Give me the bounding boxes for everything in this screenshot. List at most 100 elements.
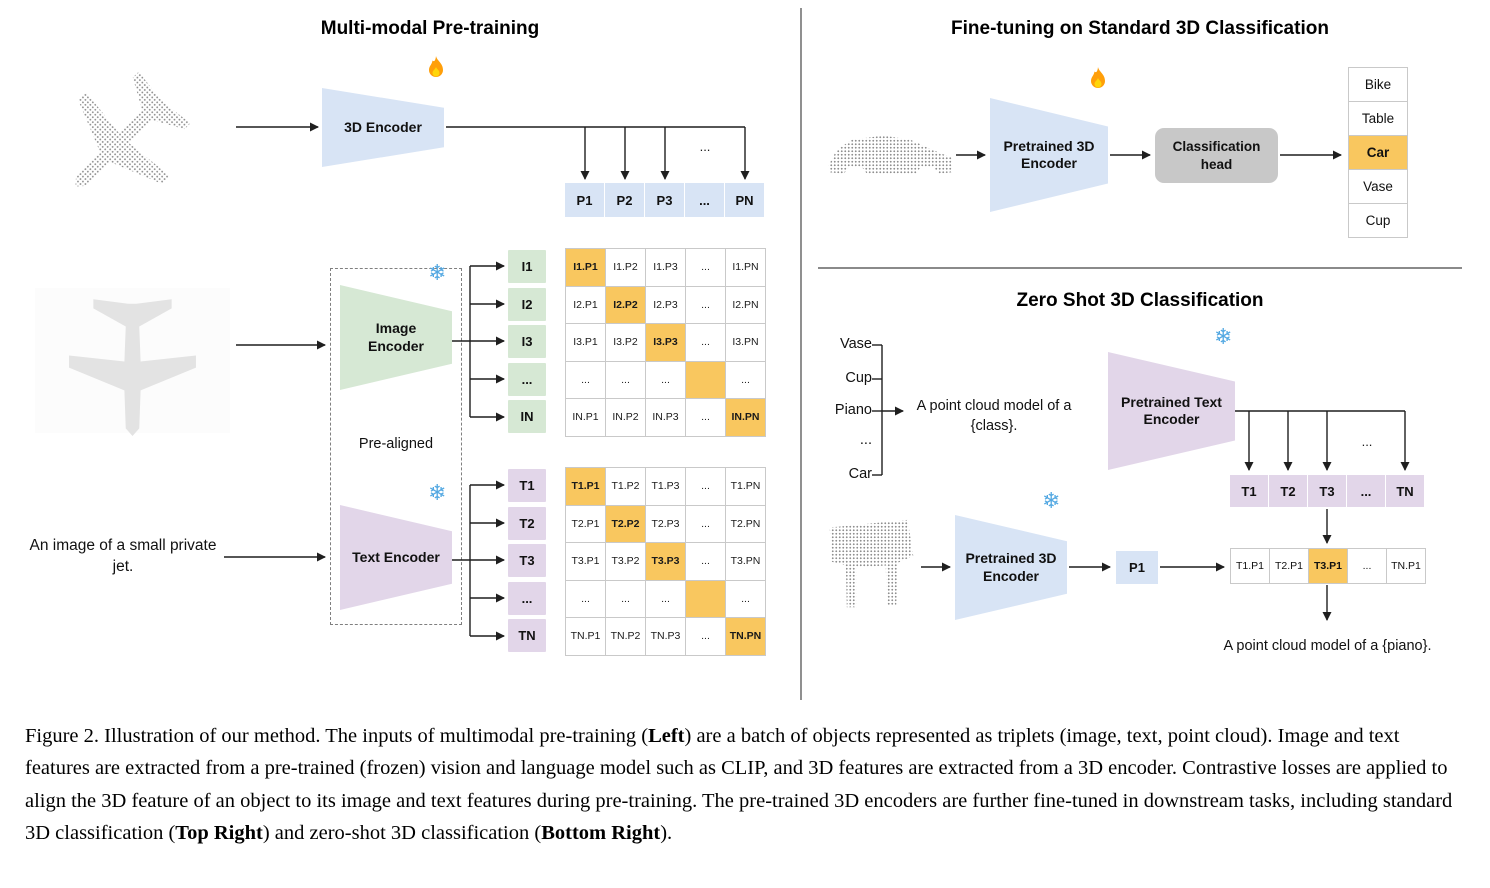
matrix-cell: ...: [686, 399, 726, 437]
matrix-cell: ...: [686, 249, 726, 287]
airplane-silhouette: [31, 43, 219, 231]
i-label: I1: [508, 250, 546, 283]
p-cell: PN: [725, 183, 765, 217]
matrix-cell: T3.P3: [646, 543, 686, 581]
pretraining-title: Multi-modal Pre-training: [320, 18, 540, 39]
t-label: T3: [508, 544, 546, 577]
i-label: I2: [508, 287, 546, 321]
caption-text: ).: [660, 822, 673, 845]
image-feature-labels: I1 I2 I3 ... IN: [508, 250, 546, 433]
caption-bold-left: Left: [648, 725, 685, 747]
pre-aligned-label: Pre-aligned: [358, 436, 434, 452]
input-text: An image of a small private jet.: [29, 537, 217, 575]
matrix-cell: I1.PN: [726, 249, 766, 287]
prompt-text: A point cloud model of a {class}.: [916, 398, 1072, 434]
matrix-cell: ...: [726, 361, 766, 399]
caption-text: Figure 2. Illustration of our method. Th…: [25, 725, 649, 747]
matrix-cell: ...: [686, 543, 726, 581]
matrix-cell: ...: [566, 361, 606, 399]
i-label: I3: [508, 325, 546, 358]
t-cell: T3: [1308, 475, 1347, 507]
matrix-cell: IN.P2: [606, 399, 646, 437]
zeroshot-class: Piano: [834, 402, 872, 418]
matrix-cell: T3.P1: [566, 543, 606, 581]
matrix-cell: TN.P1: [566, 618, 606, 656]
pretrained-3d-encoder: Pretrained 3D Encoder: [990, 98, 1108, 212]
snowflake-icon: ❄: [1042, 488, 1061, 513]
t-label: TN: [508, 619, 546, 652]
matrix-cell: I2.PN: [726, 286, 766, 324]
matrix-cell: I3.P3: [646, 324, 686, 362]
matrix-cell: ...: [726, 580, 766, 618]
t-label: T1: [508, 469, 546, 502]
matrix-cell: T2.PN: [726, 505, 766, 543]
p-cell: P2: [605, 183, 645, 217]
matrix-cell: I1.P2: [606, 249, 646, 287]
3d-encoder-label: 3D Encoder: [344, 118, 422, 135]
matrix-cell: ...: [686, 468, 726, 506]
matrix-cell: I3.PN: [726, 324, 766, 362]
class-cell: Bike: [1348, 67, 1408, 102]
matrix-cell: T1.PN: [726, 468, 766, 506]
caption-text: ) and zero-shot 3D classification (: [262, 822, 542, 845]
similarity-cell: ...: [1348, 549, 1387, 584]
matrix-cell: TN.P3: [646, 618, 686, 656]
matrix-cell: T2.P1: [566, 505, 606, 543]
ellipsis: ...: [1361, 434, 1373, 449]
matrix-cell: [686, 361, 726, 399]
text-feature-labels: T1 T2 T3 ... TN: [508, 469, 546, 652]
caption-bold-bottom-right: Bottom Right: [541, 822, 661, 845]
jet-silhouette: [65, 284, 200, 436]
matrix-cell: TN.PN: [726, 618, 766, 656]
snowflake-icon: ❄: [1214, 324, 1233, 349]
class-cell: Table: [1348, 101, 1408, 136]
matrix-cell: T2.P3: [646, 505, 686, 543]
matrix-cell: ...: [606, 580, 646, 618]
similarity-row: T1.P1 T2.P1 T3.P1 ... TN.P1: [1230, 548, 1426, 584]
matrix-cell: I3.P2: [606, 324, 646, 362]
image-encoder-label: Image Encoder: [367, 320, 424, 354]
pretrained-text-encoder: Pretrained Text Encoder: [1108, 352, 1235, 470]
pretrained-3d-encoder-zeroshot: Pretrained 3D Encoder: [955, 515, 1067, 620]
zeroshot-class: Car: [848, 466, 872, 482]
t-cell: T2: [1269, 475, 1308, 507]
matrix-cell: ...: [686, 618, 726, 656]
fire-icon: [1091, 67, 1105, 88]
matrix-cell: ...: [686, 324, 726, 362]
t-cell: ...: [1347, 475, 1386, 507]
matrix-cell: I2.P2: [606, 286, 646, 324]
pretrained-text-encoder-label: Pretrained Text Encoder: [1121, 393, 1222, 428]
matrix-cell: T1.P2: [606, 468, 646, 506]
zeroshot-title: Zero Shot 3D Classification: [1016, 290, 1264, 311]
matrix-cell: TN.P2: [606, 618, 646, 656]
matrix-cell: I1.P1: [566, 249, 606, 287]
jet-photo: [35, 288, 230, 433]
snowflake-icon: ❄: [428, 480, 447, 505]
class-cell-predicted: Car: [1348, 135, 1408, 170]
zeroshot-class: ...: [859, 432, 872, 448]
pretrained-3d-encoder-zeroshot-label: Pretrained 3D Encoder: [965, 550, 1057, 584]
matrix-cell: I2.P1: [566, 286, 606, 324]
pre-aligned-box: [330, 268, 462, 625]
caption-bold-top-right: Top Right: [175, 822, 263, 845]
fire-icon: [429, 56, 443, 77]
matrix-cell: T1.P1: [566, 468, 606, 506]
zeroshot-class: Cup: [845, 370, 872, 386]
matrix-cell: T3.PN: [726, 543, 766, 581]
matrix-cell: IN.P1: [566, 399, 606, 437]
p-cell: P3: [645, 183, 685, 217]
pretrained-3d-encoder-label: Pretrained 3D Encoder: [1003, 137, 1095, 172]
snowflake-icon: ❄: [428, 260, 447, 285]
figure-caption: Figure 2. Illustration of our method. Th…: [25, 720, 1467, 850]
p-cell: P1: [565, 183, 605, 217]
classification-head-label: Classification head: [1172, 138, 1261, 172]
t-cell: TN: [1386, 475, 1425, 507]
point-cloud-piano: [824, 518, 919, 613]
matrix-cell: T1.P3: [646, 468, 686, 506]
t-label: ...: [508, 581, 546, 615]
similarity-cell: T1.P1: [1231, 549, 1270, 584]
finetune-title: Fine-tuning on Standard 3D Classificatio…: [951, 18, 1329, 39]
i-label: ...: [508, 362, 546, 396]
matrix-cell: IN.P3: [646, 399, 686, 437]
